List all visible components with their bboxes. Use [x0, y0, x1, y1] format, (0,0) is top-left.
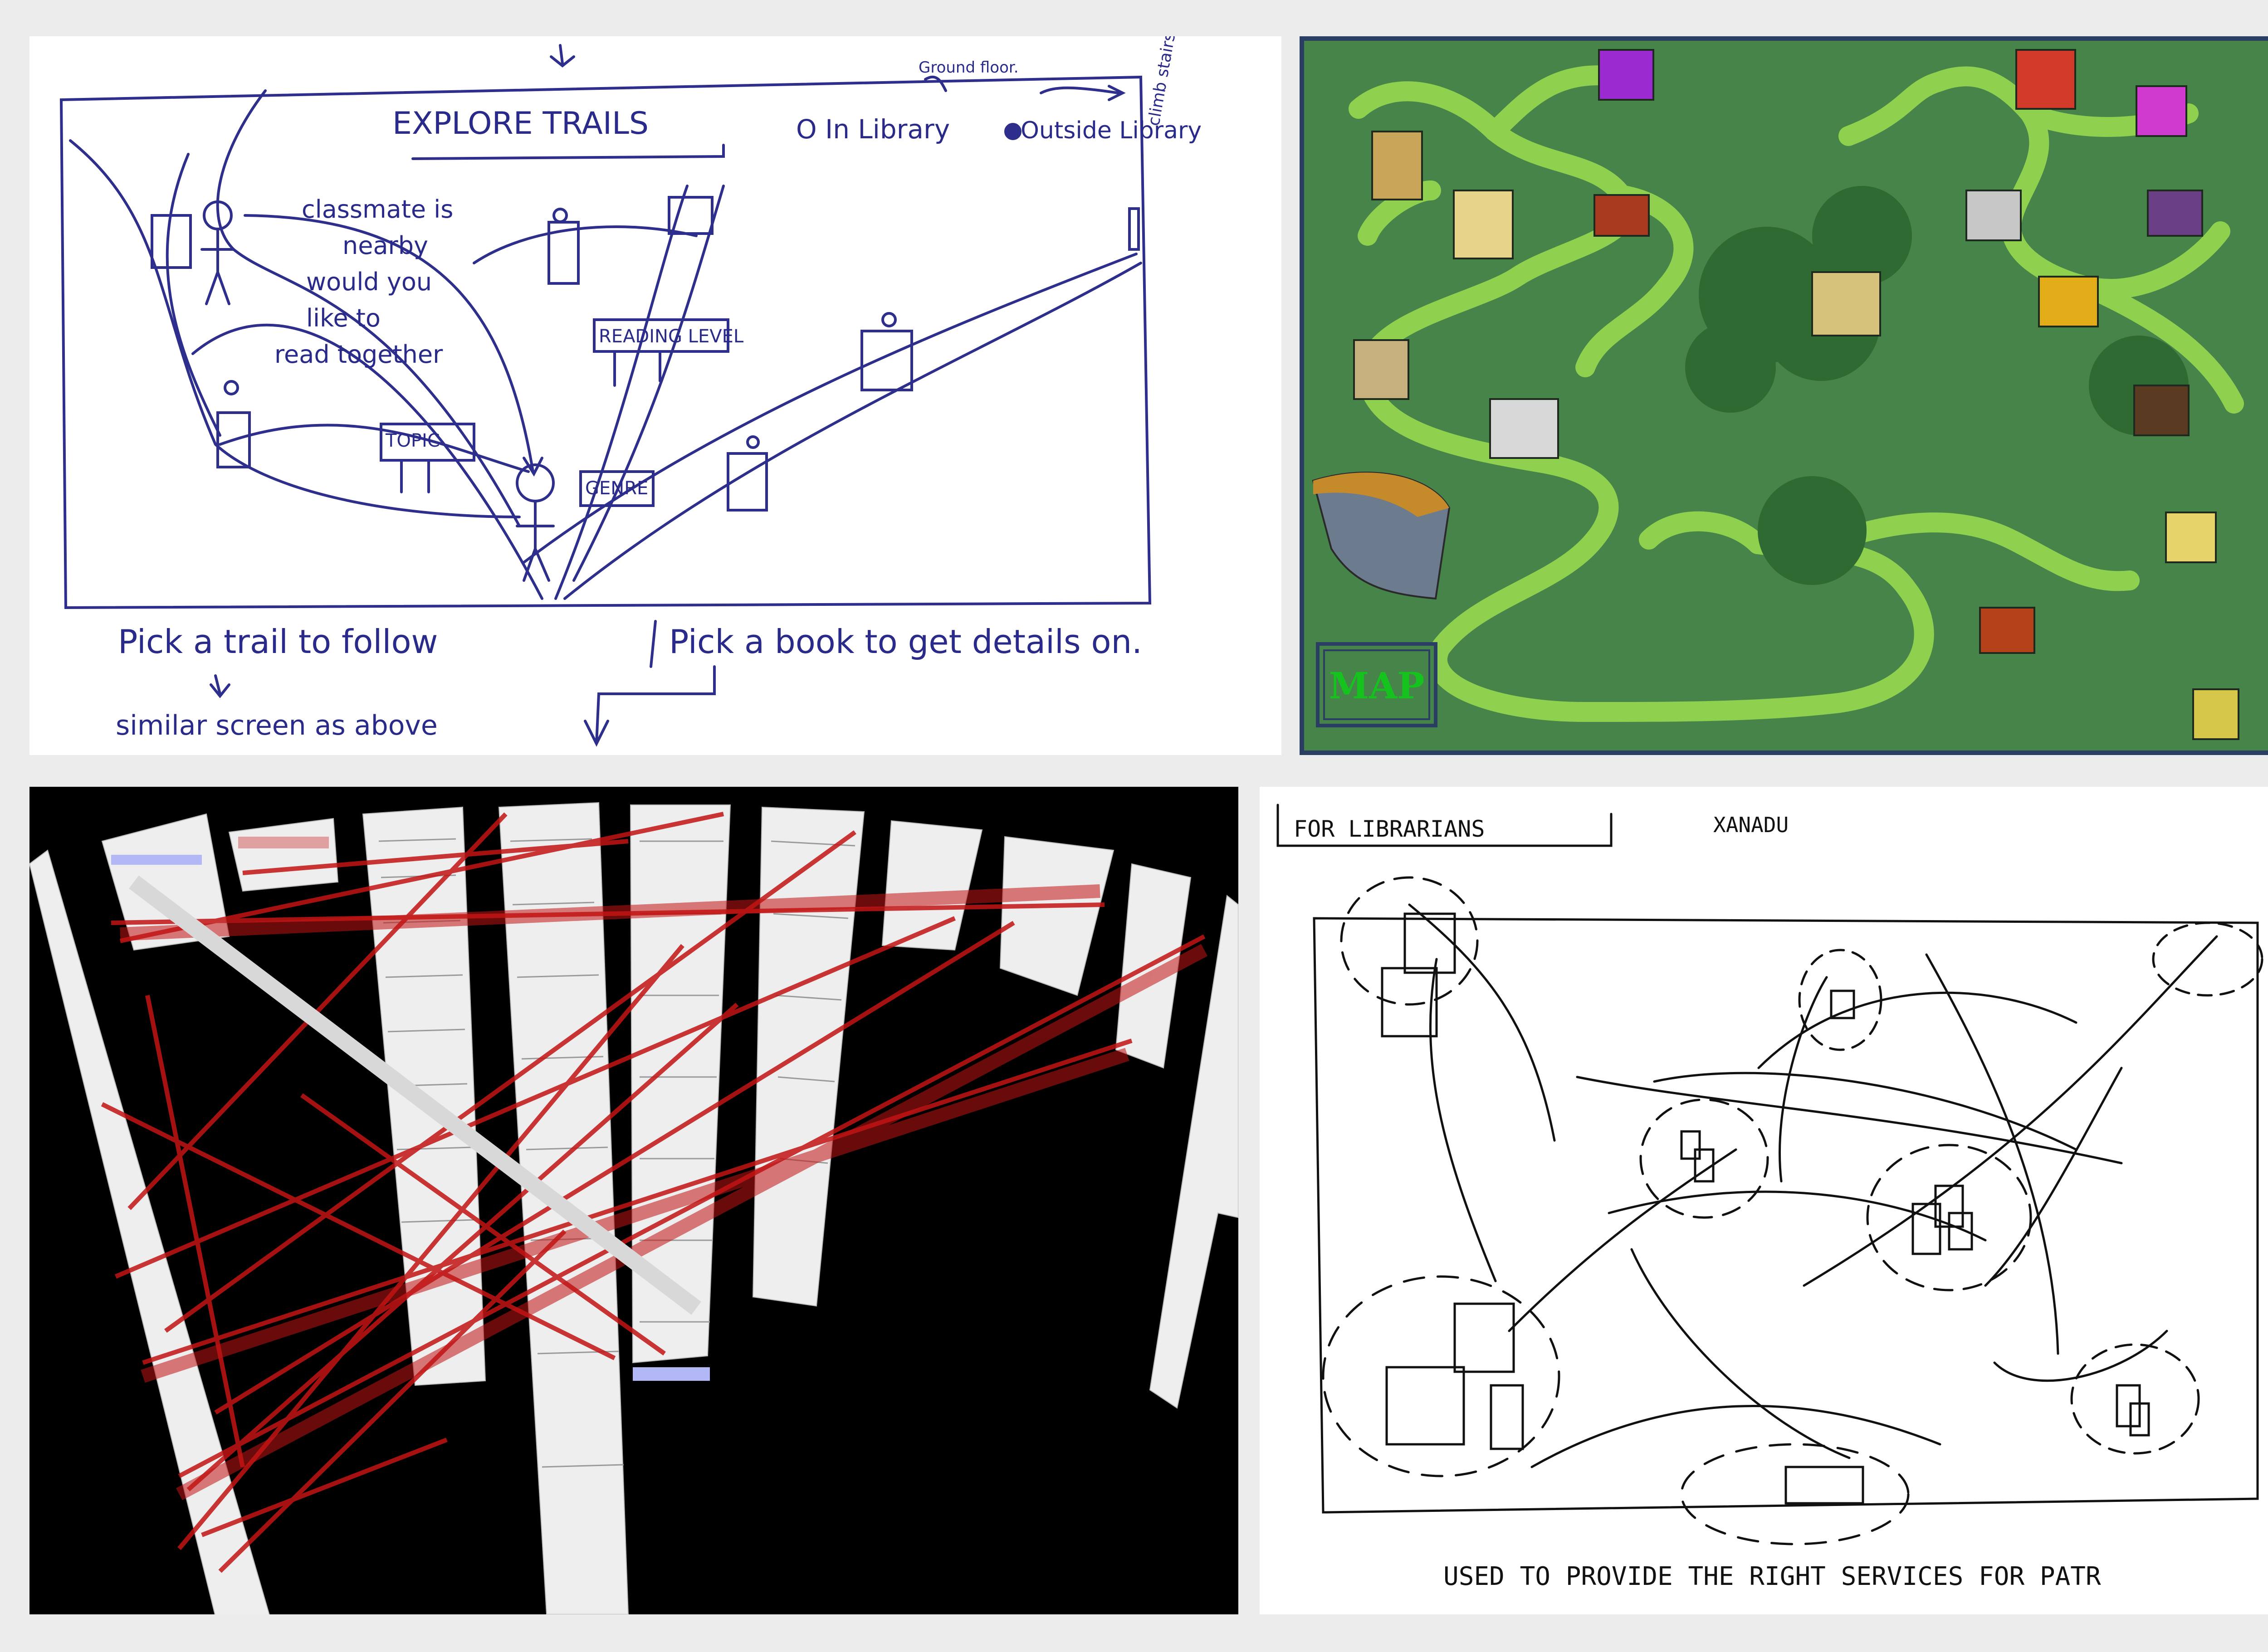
climb-note: climb stairs (1st floor) [1144, 36, 1194, 127]
classmate-note-line: like to [306, 304, 381, 332]
sign-genre: GENRE [585, 478, 648, 499]
tab-label: FOR LIBRARIANS [1294, 816, 1485, 842]
legend-in-library: O In Library [796, 114, 950, 145]
xanadu-3d-view [29, 787, 1238, 1614]
librarians-footer: USED TO PROVIDE THE RIGHT SERVICES FOR P… [1443, 1562, 2101, 1591]
footer-left: Pick a trail to follow [118, 623, 438, 661]
map-label-box [1316, 642, 1437, 727]
classmate-note-line: classmate is [302, 195, 453, 224]
ground-floor-note: Ground floor. [919, 58, 1019, 77]
xanadu-title: XANADU [1713, 813, 1789, 837]
map-label: MAP [1329, 664, 1425, 707]
classmate-note-line: would you [306, 268, 432, 296]
xanadu-3d-drawing [29, 802, 1238, 1614]
explore-title: EXPLORE TRAILS [392, 106, 649, 141]
game-map-screen: MAP [1300, 36, 2268, 755]
footer-sub: similar screen as above [116, 710, 438, 741]
legend-outside-library: Outside Library [1021, 117, 1202, 144]
footer-right: Pick a book to get details on. [669, 623, 1142, 661]
classmate-note-line: nearby [342, 231, 428, 260]
classmate-note-line: read together [274, 340, 443, 369]
classmate-note: classmate is nearby would you like to re… [274, 195, 453, 369]
game-map-drawing: MAP [1312, 49, 2244, 740]
explore-trails-sketch: EXPLORE TRAILS Ground floor. O In Librar… [29, 36, 1281, 755]
sign-reading-level: READING LEVEL [599, 326, 744, 347]
explore-trails-drawing: EXPLORE TRAILS Ground floor. O In Librar… [59, 36, 1202, 747]
librarians-sketch: FOR LIBRARIANS XANADU USED TO PROVIDE TH… [1260, 787, 2268, 1614]
librarians-drawing: FOR LIBRARIANS XANADU USED TO PROVIDE TH… [1276, 804, 2263, 1591]
sign-topic: TOPIC [385, 430, 440, 451]
